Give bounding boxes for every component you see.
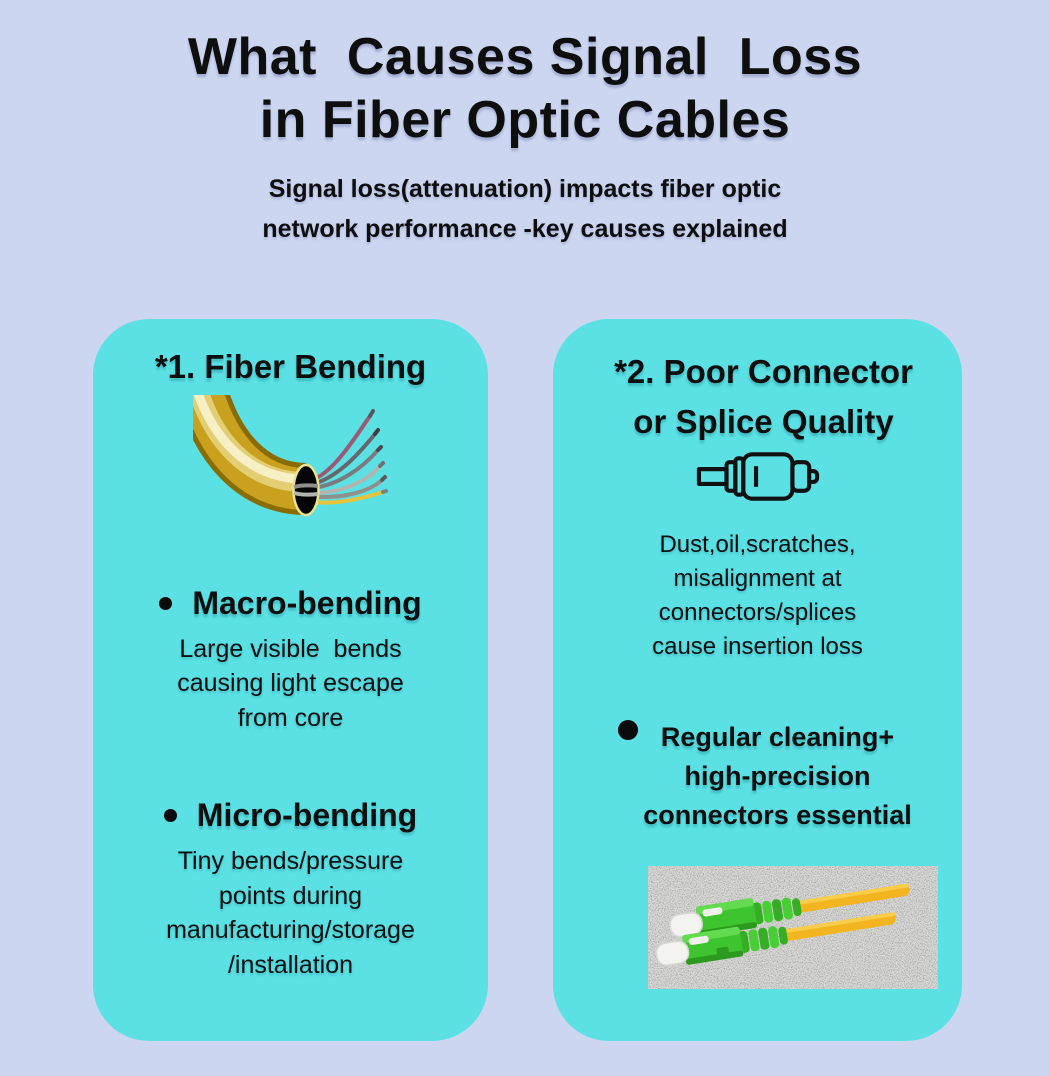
card-fiber-bending: *1. Fiber Bending <box>93 319 488 1041</box>
connector-nub <box>807 469 819 484</box>
micro-bending-item: Micro-bending Tiny bends/pressure points… <box>117 797 464 982</box>
bullet-dot-icon <box>159 596 173 610</box>
macro-bending-item: Macro-bending Large visible bends causin… <box>117 585 464 736</box>
patch-cord-front <box>655 912 896 966</box>
micro-bending-title: Micro-bending <box>196 797 418 834</box>
patch-cord-pair <box>655 883 910 966</box>
cards-container: *1. Fiber Bending <box>93 319 962 1041</box>
fiber-connector-icon <box>696 452 819 501</box>
cable-cross-section <box>292 463 320 516</box>
micro-bending-description: Tiny bends/pressure points during manufa… <box>166 847 415 979</box>
macro-bending-title: Macro-bending <box>192 584 422 621</box>
connector-rear <box>789 460 811 493</box>
fiber-cable-illustration <box>193 394 388 516</box>
card-connector-quality: *2. Poor Connector or Splice Quality Dus… <box>553 319 962 1041</box>
bullet-dot-icon <box>618 720 638 741</box>
micro-bending-row: Micro-bending <box>117 797 464 834</box>
macro-bending-description: Large visible bends causing light escape… <box>177 634 404 732</box>
card2-heading: *2. Poor Connector or Splice Quality <box>614 353 913 440</box>
connector-tip-item: Regular cleaning+ high-precision connect… <box>577 718 938 834</box>
connector-ferrule <box>696 467 729 486</box>
connector-body <box>740 452 795 501</box>
strand-over-core <box>293 490 319 497</box>
infographic-poster: What Causes Signal Loss in Fiber Optic C… <box>0 26 1050 1041</box>
page-subtitle: Signal loss(attenuation) impacts fiber o… <box>262 174 788 244</box>
card1-heading: *1. Fiber Bending <box>154 348 427 385</box>
connector-tip-text: Regular cleaning+ high-precision connect… <box>643 722 912 830</box>
fiber-patch-cords-photo <box>648 866 938 990</box>
strand-over-core <box>293 482 319 489</box>
patch-cord-back <box>669 883 910 938</box>
bullet-dot-icon <box>163 809 177 823</box>
connector-quality-description: Dust,oil,scratches, misalignment at conn… <box>652 531 863 661</box>
macro-bending-row: Macro-bending <box>117 585 464 622</box>
page-title: What Causes Signal Loss in Fiber Optic C… <box>187 28 863 150</box>
cable-jacket <box>193 394 308 515</box>
